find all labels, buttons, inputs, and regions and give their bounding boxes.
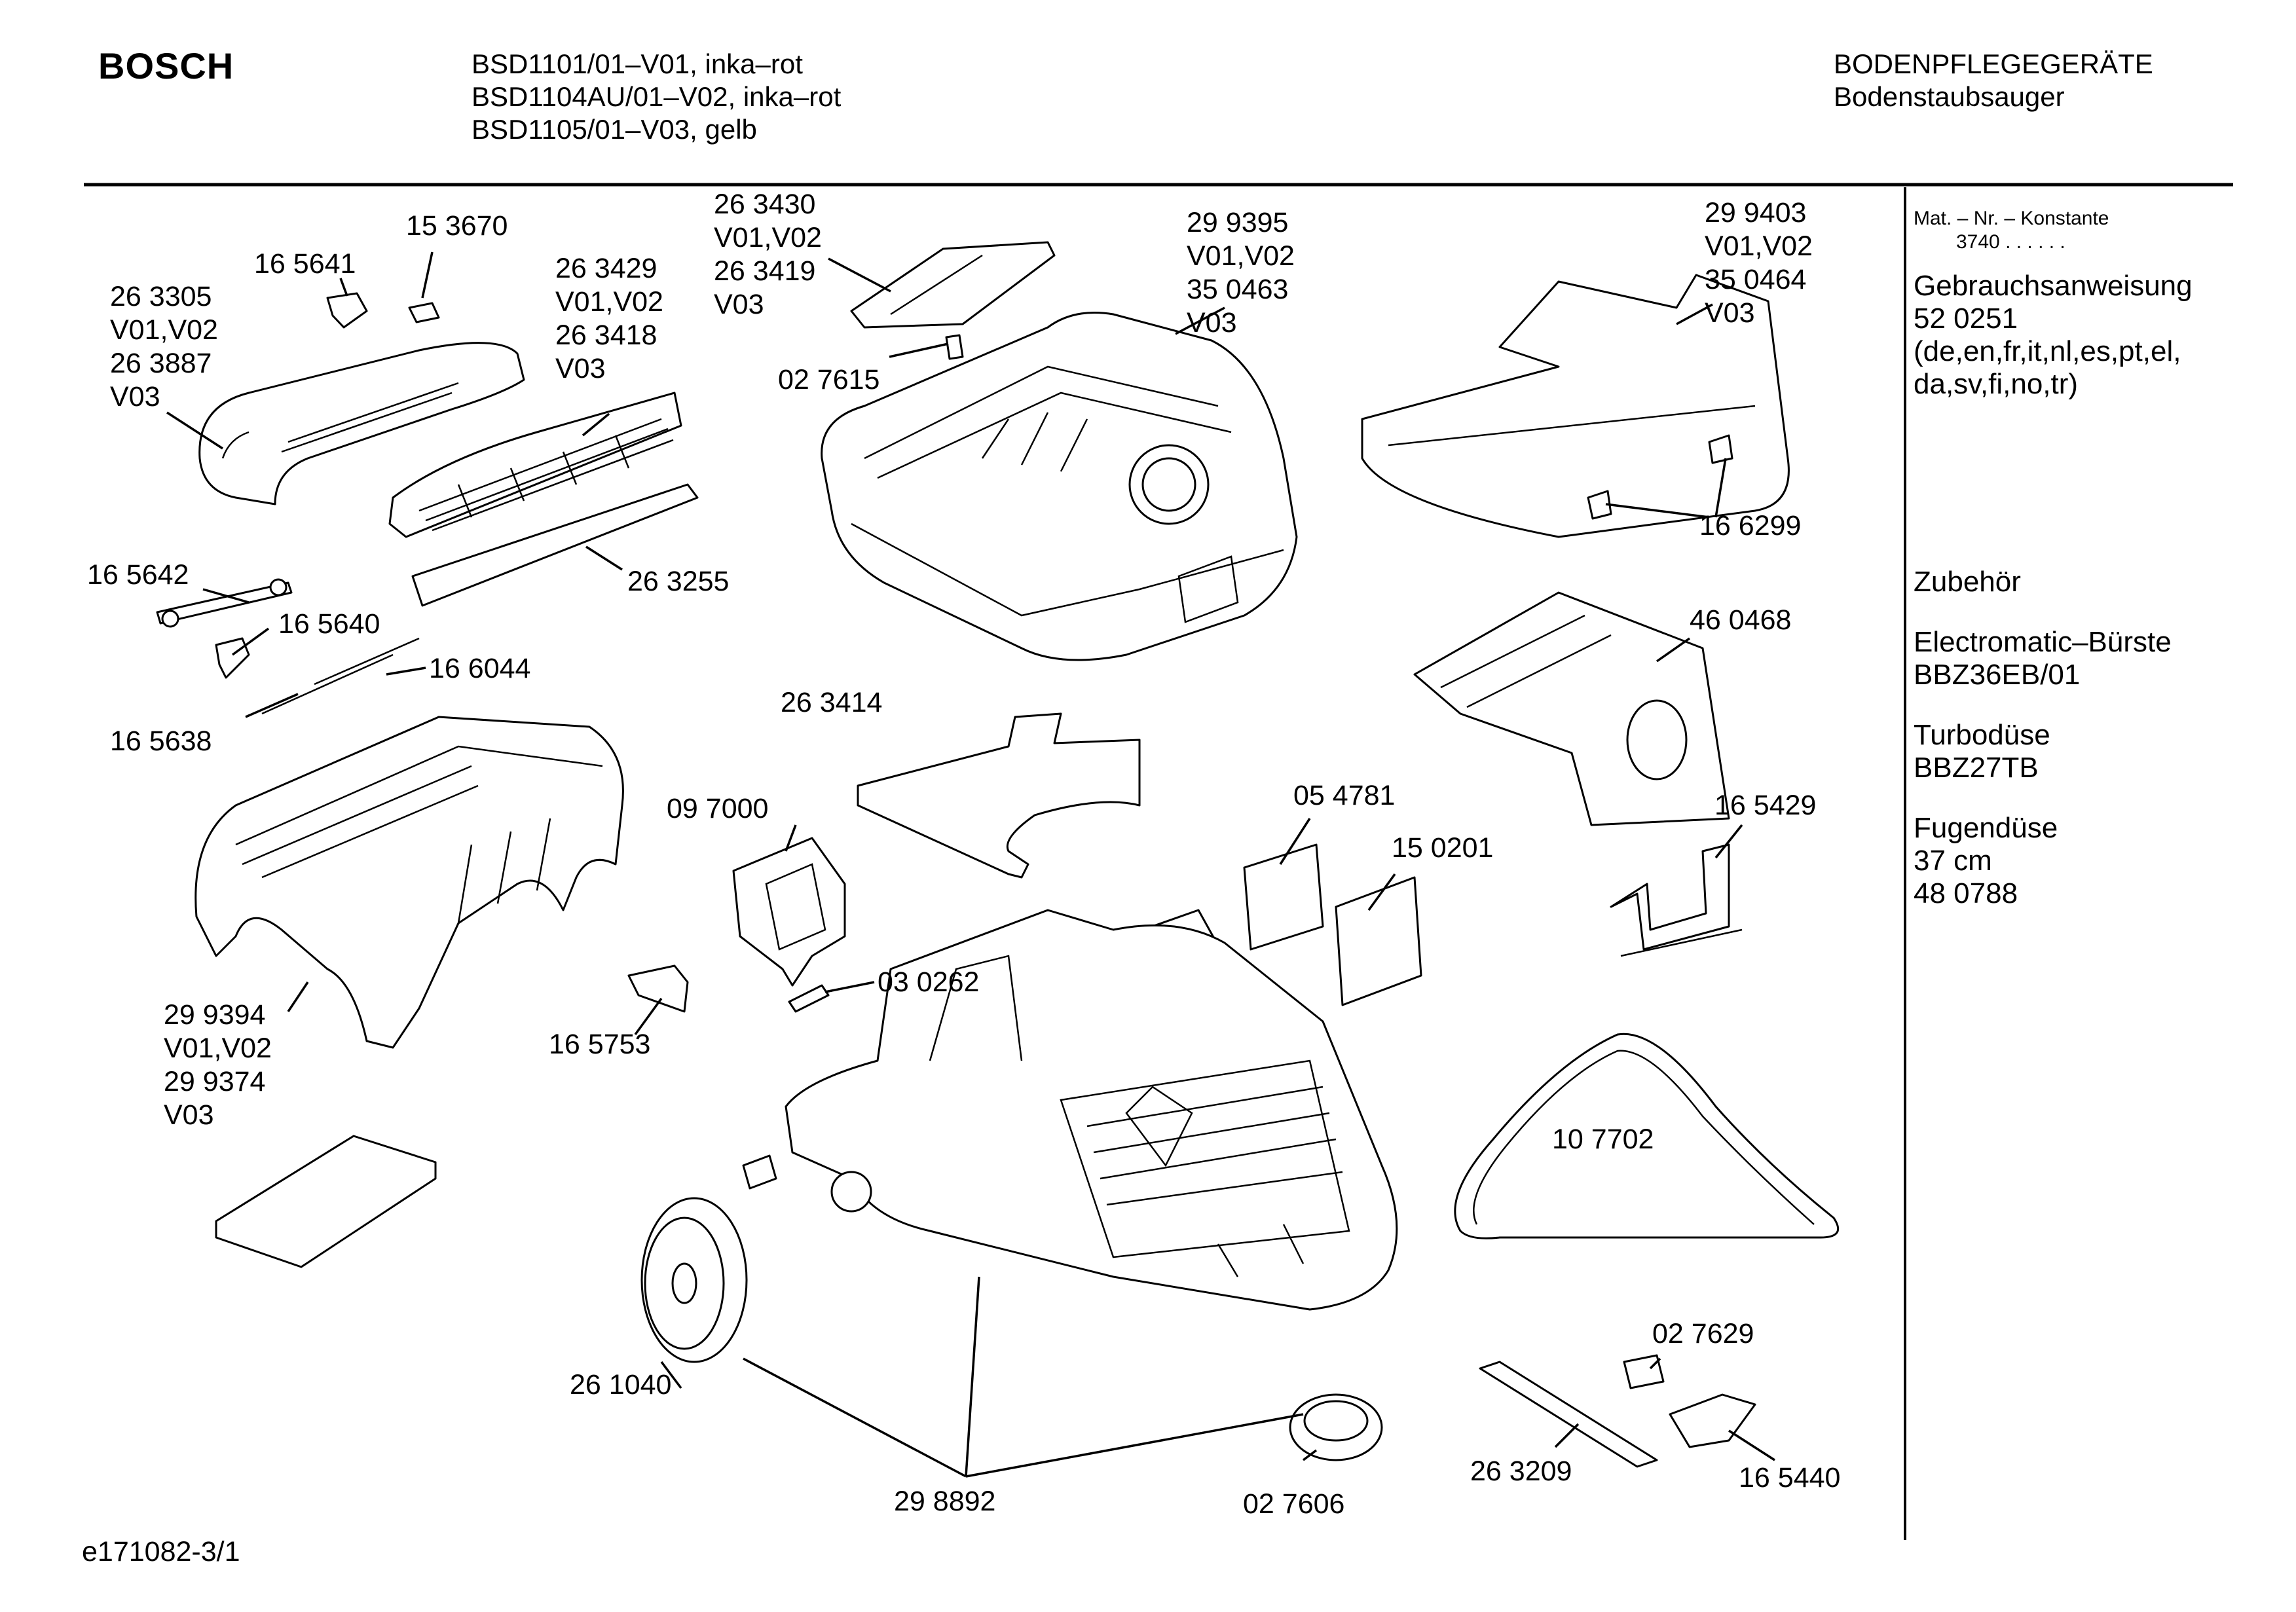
part-label: 02 7629	[1652, 1318, 1754, 1349]
lid-clip-part-2	[1708, 434, 1733, 464]
lid-clip-part	[1587, 490, 1612, 520]
brand-logo: BOSCH	[98, 45, 234, 86]
main-body-part	[821, 312, 1298, 661]
category-block: BODENPFLEGEGERÄTE Bodenstaubsauger	[1834, 48, 2153, 113]
accessory-number: 48 0788	[1914, 877, 2018, 909]
manual-languages: (de,en,fr,it,nl,es,pt,el,	[1914, 335, 2181, 367]
part-label: 02 7615	[778, 364, 880, 395]
category-subtitle: Bodenstaubsauger	[1834, 81, 2065, 112]
part-label: 16 5640	[278, 608, 380, 640]
part-label: 26 3414	[781, 687, 883, 718]
housing-part	[194, 716, 624, 1049]
dust-bag-part	[1413, 591, 1730, 826]
part-label: 46 0468	[1690, 604, 1792, 636]
wire-part	[261, 653, 394, 715]
part-label: 15 3670	[406, 210, 508, 242]
rail-part	[1479, 1361, 1658, 1468]
manual-languages: da,sv,fi,no,tr)	[1914, 368, 2079, 400]
part-label: 03 0262	[878, 966, 980, 998]
sidebar: Mat. – Nr. – Konstante 3740 . . . . . . …	[1914, 207, 2193, 910]
side-bracket-part	[1610, 843, 1743, 957]
part-label: 16 5753	[549, 1029, 651, 1060]
paper-part-2	[1335, 876, 1422, 1006]
paper-part	[1243, 843, 1324, 951]
part-label: 02 7606	[1243, 1488, 1345, 1520]
gasket-part	[1454, 1033, 1840, 1239]
small-clip-part	[1623, 1354, 1665, 1389]
stopper-part	[742, 1154, 777, 1190]
bottom-pad-part	[215, 1135, 437, 1268]
castor-part	[1289, 1393, 1383, 1461]
part-label: 16 6044	[429, 653, 531, 684]
hatch-part	[850, 241, 1056, 329]
wheel-part	[640, 1197, 748, 1363]
latch-part	[215, 637, 250, 679]
part-label: 26 3255	[627, 566, 730, 597]
part-label: 10 7702	[1552, 1124, 1654, 1155]
foam-pad-part	[857, 712, 1141, 879]
accessory-name: Fugendüse	[1914, 812, 2058, 844]
top-cover-part	[198, 342, 525, 505]
model-list: BSD1101/01–V01, inka–rot BSD1104AU/01–V0…	[472, 48, 841, 146]
small-block-part	[408, 302, 440, 323]
accessory-number: BBZ36EB/01	[1914, 659, 2081, 691]
part-label: 16 5641	[254, 248, 356, 280]
bracket-part	[627, 964, 689, 1013]
leader-lines	[166, 251, 1775, 1478]
holder-part	[1669, 1393, 1756, 1448]
model-line: BSD1104AU/01–V02, inka–rot	[472, 81, 842, 112]
part-label: 16 5638	[110, 725, 212, 757]
mat-nr-value: 3740 . . . . . .	[1956, 231, 2065, 253]
part-label: 29 8892	[894, 1486, 996, 1517]
part-label: 26 1040	[570, 1369, 672, 1401]
category-title: BODENPFLEGEGERÄTE	[1834, 48, 2153, 79]
base-part	[785, 909, 1398, 1311]
part-label: 16 5440	[1739, 1462, 1841, 1493]
part-label: 15 0201	[1392, 832, 1494, 864]
frame-part	[732, 837, 846, 987]
filter-grille-part	[388, 392, 682, 538]
accessory-name: Turbodüse	[1914, 719, 2050, 751]
mat-nr-label: Mat. – Nr. – Konstante	[1914, 208, 2109, 229]
accessory-detail: 37 cm	[1914, 845, 1992, 877]
model-line: BSD1101/01–V01, inka–rot	[472, 48, 803, 79]
part-label: 16 6299	[1699, 510, 1802, 541]
drawing-reference: e171082-3/1	[82, 1536, 240, 1567]
handle-part	[156, 578, 293, 628]
part-label: 16 5642	[87, 559, 189, 591]
accessory-name: Electromatic–Bürste	[1914, 626, 2172, 658]
part-label: 16 5429	[1714, 790, 1817, 821]
part-label: 09 7000	[667, 793, 769, 824]
part-label: 26 3209	[1470, 1456, 1572, 1487]
manual-number: 52 0251	[1914, 302, 2018, 335]
accessory-number: BBZ27TB	[1914, 752, 2039, 784]
accessories-title: Zubehör	[1914, 566, 2021, 598]
clip-part	[326, 292, 368, 329]
wire-part-2	[314, 637, 420, 686]
pin-part	[788, 984, 830, 1013]
filter-pad-part	[411, 483, 699, 607]
manual-title: Gebrauchsanweisung	[1914, 270, 2193, 302]
small-piece-part	[945, 334, 964, 360]
model-line: BSD1105/01–V03, gelb	[472, 114, 757, 145]
part-label: 05 4781	[1293, 780, 1396, 811]
lid-part	[1361, 274, 1790, 538]
